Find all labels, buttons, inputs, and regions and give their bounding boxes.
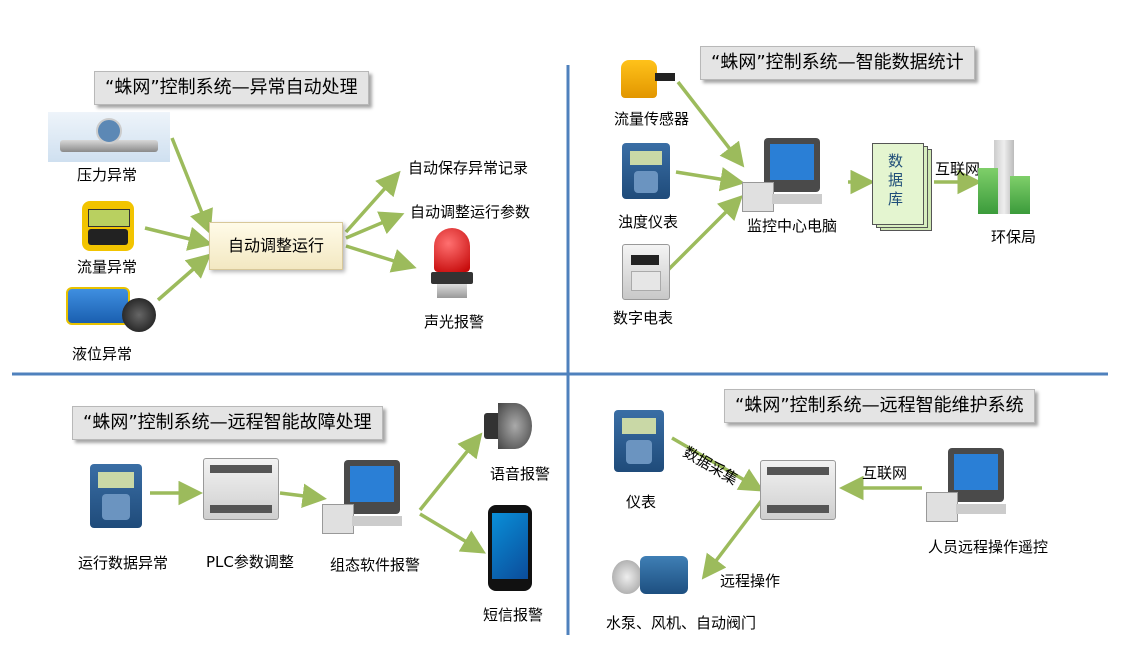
label-instrument: 仪表 (626, 493, 657, 511)
database-label: 数据库 (888, 152, 904, 208)
arrow-collect (671, 436, 765, 492)
label-flow-sensor: 流量传感器 (614, 110, 690, 128)
label-alarm: 声光报警 (424, 313, 485, 331)
arrow-step2 (279, 483, 327, 508)
arrow-flow (144, 226, 213, 251)
arrow-level (156, 253, 212, 302)
label-adjust-params: 自动调整运行参数 (410, 203, 531, 221)
digital-meter-icon (622, 244, 670, 300)
turbidity-meter-icon (622, 143, 670, 199)
label-remote-operator: 人员远程操作遥控 (928, 538, 1049, 556)
building-icon (978, 140, 1030, 214)
arrow-sms (419, 512, 487, 554)
label-computer: 监控中心电脑 (747, 217, 838, 235)
sensor-cable-icon (655, 73, 675, 81)
arrow-save (344, 170, 401, 234)
arrow-turbidity (675, 167, 745, 192)
label-data-abnormal: 运行数据异常 (78, 554, 169, 572)
scada-computer-icon (322, 460, 422, 534)
alarm-light-icon (431, 228, 473, 300)
arrow-pressure (170, 137, 213, 235)
monitor-computer-icon (742, 138, 842, 212)
label-digital-meter: 数字电表 (613, 309, 674, 327)
label-save-record: 自动保存异常记录 (408, 159, 529, 177)
panel-title-data-stats: “蛛网”控制系统—智能数据统计 (700, 46, 975, 80)
speaker-icon (484, 403, 532, 449)
label-turbidity: 浊度仪表 (618, 213, 679, 231)
label-internet: 互联网 (935, 160, 981, 178)
panel-title-auto-handling: “蛛网”控制系统—异常自动处理 (94, 71, 369, 105)
label-voice-alarm: 语音报警 (490, 465, 551, 483)
pressure-meter-icon (48, 112, 170, 162)
phone-icon (488, 505, 532, 591)
plc-icon (203, 458, 279, 520)
remote-computer-icon (926, 448, 1026, 522)
database-icon (872, 143, 932, 231)
panel-title-fault-handling: “蛛网”控制系统—远程智能故障处理 (72, 406, 383, 440)
pump-icon (612, 548, 688, 600)
arrow-sensor (676, 80, 745, 168)
plc-remote-icon (760, 460, 836, 520)
label-flow: 流量异常 (77, 258, 138, 276)
level-float-icon (66, 287, 130, 325)
label-plc-adjust: PLC参数调整 (206, 553, 294, 571)
label-devices: 水泵、风机、自动阀门 (606, 614, 757, 632)
arrow-meter (666, 195, 743, 272)
label-remote-operate: 远程操作 (720, 572, 781, 590)
level-weight-icon (122, 298, 156, 332)
flow-sensor-icon (621, 60, 657, 98)
arrow-operate (701, 498, 764, 580)
controller-meter-icon (90, 464, 142, 528)
panel-title-remote-maintenance: “蛛网”控制系统—远程智能维护系统 (724, 389, 1035, 423)
arrow-alarm (345, 244, 417, 273)
auto-adjust-box: 自动调整运行 (209, 222, 343, 270)
instrument-icon (614, 410, 664, 472)
label-epa: 环保局 (991, 228, 1037, 246)
label-scada-alarm: 组态软件报警 (330, 556, 421, 574)
label-pressure: 压力异常 (77, 166, 138, 184)
arrow-adjust (345, 211, 405, 240)
label-sms-alarm: 短信报警 (483, 606, 544, 624)
label-level: 液位异常 (72, 345, 133, 363)
label-internet-2: 互联网 (862, 464, 908, 482)
flow-meter-icon (82, 201, 134, 251)
arrow-voice (418, 432, 483, 512)
